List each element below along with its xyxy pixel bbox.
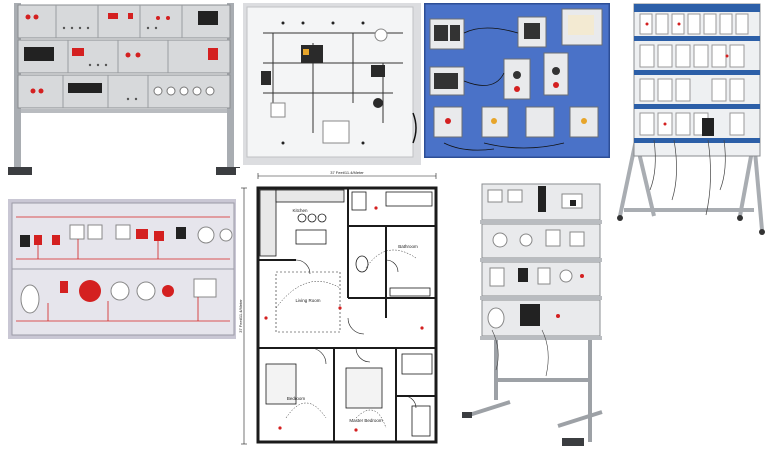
modular-trainer-photo [8, 3, 240, 181]
plan-top-dimension: 37 Feet/11.4/Meter [330, 170, 364, 175]
room-label-kitchen: Kitchen [292, 208, 308, 213]
floor-plan-drawing: 37 Feet/11.4/Meter 37 Feet/11.4/Meter [236, 168, 444, 452]
distribution-rack-photo [614, 0, 768, 240]
plan-side-dimension: 37 Feet/11.4/Meter [238, 299, 243, 333]
room-label-bedroom: Bedroom [287, 396, 306, 401]
distribution-rack-illustration [617, 3, 765, 235]
white-switch-board-photo [243, 3, 421, 165]
shelved-trainer-illustration [462, 183, 603, 446]
fire-alarm-board-photo [8, 199, 238, 339]
room-label-bathroom: Bathroom [398, 244, 418, 249]
room-label-master-bedroom: Master Bedroom [349, 418, 383, 423]
fire-alarm-board-illustration [8, 199, 238, 339]
modular-trainer-illustration [8, 3, 240, 175]
white-switch-board-illustration [243, 3, 421, 165]
shelved-trainer-photo [462, 180, 610, 450]
blue-motor-control-board-illustration [424, 3, 610, 158]
floor-plan-illustration: 37 Feet/11.4/Meter 37 Feet/11.4/Meter [236, 168, 444, 452]
room-label-living-room: Living Room [295, 298, 320, 303]
blue-motor-control-board-photo [424, 3, 610, 158]
